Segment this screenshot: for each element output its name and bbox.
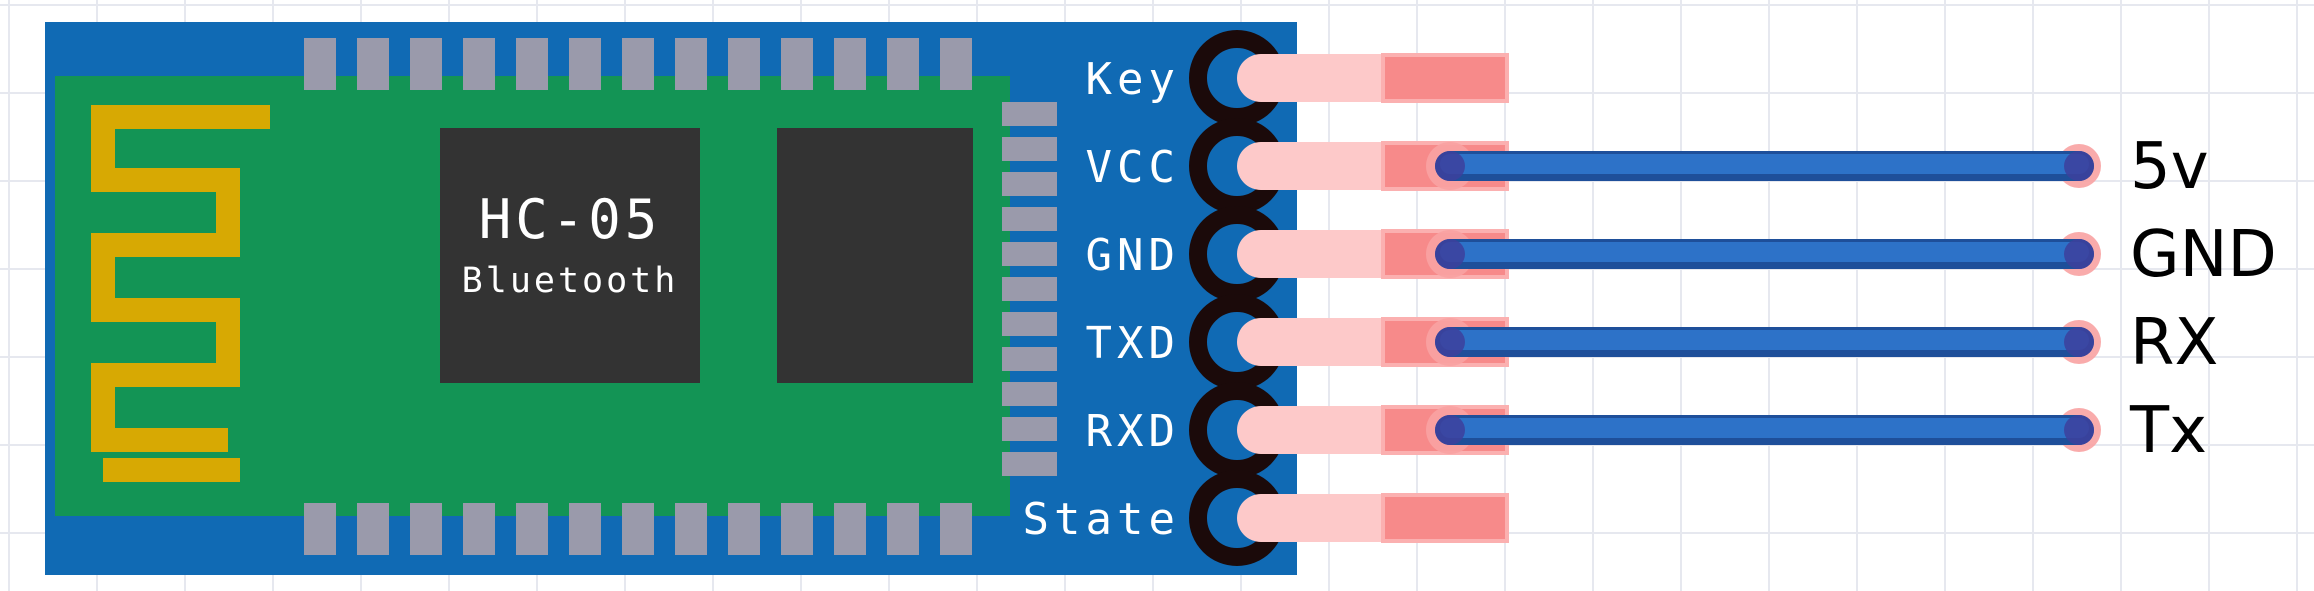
wire-target-label: RX	[2130, 306, 2218, 380]
wire-txd: RX	[1426, 306, 2218, 380]
side-pad	[1002, 172, 1057, 196]
side-pads	[1002, 102, 1057, 476]
bottom-pad	[940, 503, 972, 555]
top-pad	[834, 38, 866, 90]
wire-end-dot	[2064, 327, 2094, 357]
bottom-pads	[304, 503, 972, 555]
pin-leg-body	[1277, 230, 1377, 278]
top-pad	[516, 38, 548, 90]
chip-subtitle: Bluetooth	[462, 261, 679, 301]
top-pad	[622, 38, 654, 90]
pin-leg-body	[1277, 142, 1377, 190]
top-pad	[675, 38, 707, 90]
pin-leg-body	[1277, 494, 1377, 542]
pin-label: VCC	[1086, 142, 1180, 193]
side-pad	[1002, 137, 1057, 161]
top-pad	[728, 38, 760, 90]
pin-tip	[1381, 493, 1509, 543]
pin-label: GND	[1086, 230, 1180, 281]
secondary-chip	[777, 128, 973, 383]
bottom-pad	[728, 503, 760, 555]
top-pad	[304, 38, 336, 90]
side-pad	[1002, 102, 1057, 126]
side-pad	[1002, 207, 1057, 231]
bottom-pad	[569, 503, 601, 555]
pin-label: RXD	[1086, 406, 1180, 457]
bottom-pad	[463, 503, 495, 555]
bottom-pad	[622, 503, 654, 555]
pin-state: State	[1023, 470, 1509, 566]
bottom-pad	[516, 503, 548, 555]
pin-leg-body	[1277, 54, 1377, 102]
wire-start-dot	[1435, 239, 1465, 269]
top-pad	[410, 38, 442, 90]
top-pad	[887, 38, 919, 90]
wire-end-dot	[2064, 415, 2094, 445]
side-pad	[1002, 347, 1057, 371]
side-pad	[1002, 417, 1057, 441]
wire-start-dot	[1435, 415, 1465, 445]
wire-end-dot	[2064, 239, 2094, 269]
bottom-pad	[357, 503, 389, 555]
top-pad	[940, 38, 972, 90]
top-pad	[357, 38, 389, 90]
wire-vcc: 5v	[1426, 130, 2209, 204]
side-pad	[1002, 277, 1057, 301]
main-chip	[440, 128, 700, 383]
wire-start-dot	[1435, 327, 1465, 357]
side-pad	[1002, 312, 1057, 336]
bottom-pad	[834, 503, 866, 555]
wire-rxd: Tx	[1426, 394, 2207, 468]
wire-target-label: 5v	[2130, 130, 2209, 204]
top-pad	[781, 38, 813, 90]
pin-leg-body	[1277, 406, 1377, 454]
wire-start-dot	[1435, 151, 1465, 181]
top-pad	[569, 38, 601, 90]
pin-label: State	[1023, 494, 1180, 545]
bottom-pad	[781, 503, 813, 555]
wire-target-label: GND	[2130, 218, 2277, 292]
wire-gnd: GND	[1426, 218, 2277, 292]
pin-tip	[1381, 53, 1509, 103]
bottom-pad	[887, 503, 919, 555]
pin-label: TXD	[1086, 318, 1180, 369]
bottom-pad	[304, 503, 336, 555]
top-pads	[304, 38, 972, 90]
wire-target-label: Tx	[2129, 394, 2207, 468]
bottom-pad	[675, 503, 707, 555]
bottom-pad	[410, 503, 442, 555]
side-pad	[1002, 382, 1057, 406]
wire-end-dot	[2064, 151, 2094, 181]
pin-label: Key	[1086, 54, 1180, 105]
antenna-trace	[91, 105, 270, 482]
pin-key: Key	[1086, 30, 1509, 126]
chip-title: HC-05	[479, 188, 662, 251]
top-pad	[463, 38, 495, 90]
side-pad	[1002, 452, 1057, 476]
side-pad	[1002, 242, 1057, 266]
pin-vcc: VCC	[1086, 118, 1509, 214]
pin-leg-body	[1277, 318, 1377, 366]
